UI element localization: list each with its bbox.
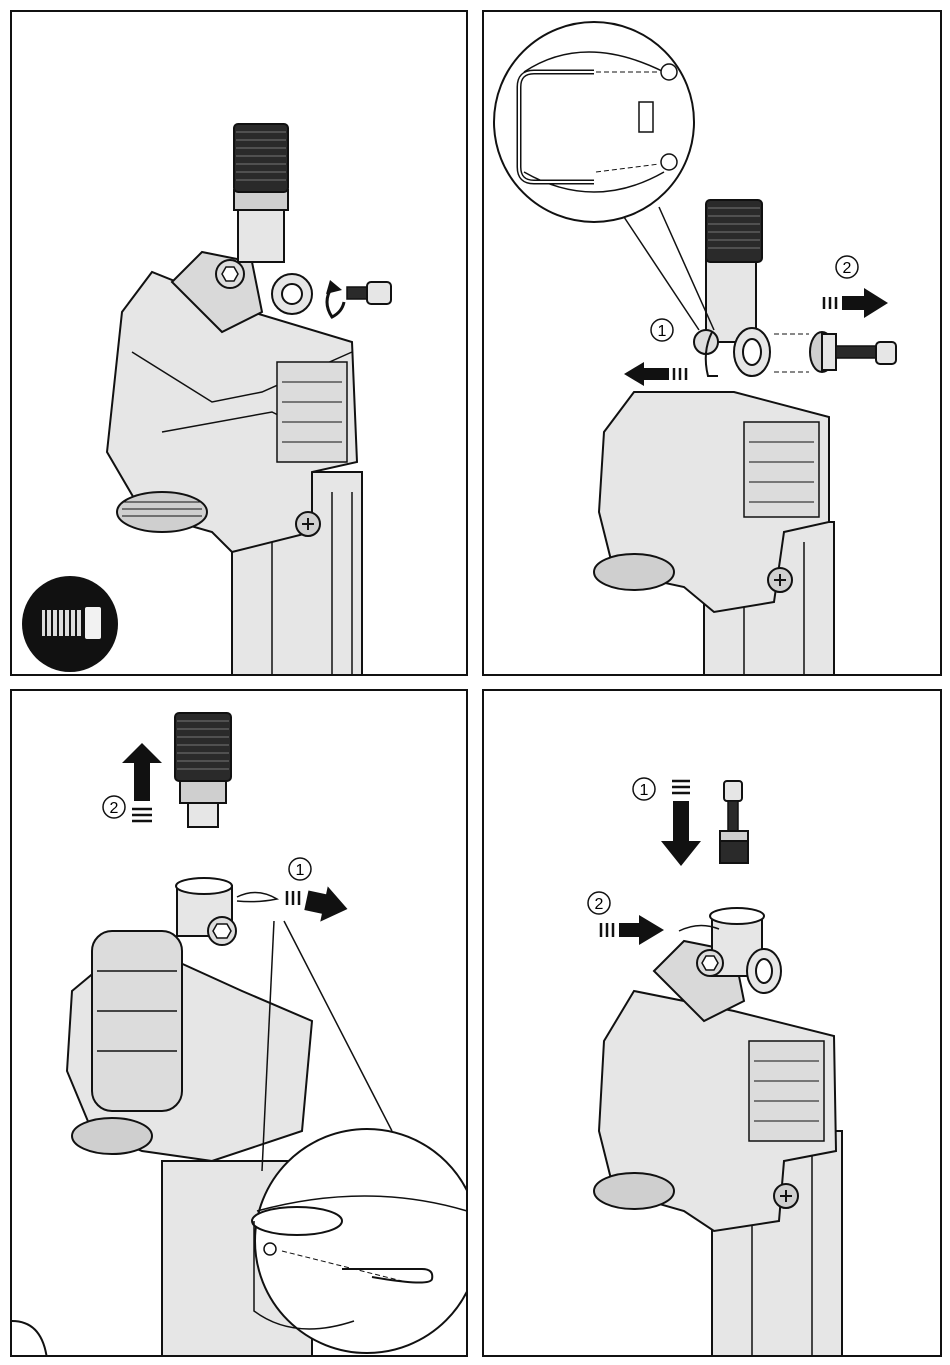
step-marker-2: 2	[588, 892, 610, 914]
instruction-panel-4: 1 2	[482, 689, 942, 1357]
svg-text:2: 2	[843, 260, 852, 277]
step-marker-1: 1	[289, 858, 311, 880]
svg-text:1: 1	[296, 862, 305, 879]
instruction-panel-3: 1 2	[10, 689, 468, 1357]
hex-socket-screw-icon	[22, 576, 118, 672]
step-marker-2: 2	[836, 256, 858, 278]
valve-assembly-illustration-3: 1 2	[12, 691, 468, 1357]
valve-assembly-illustration-1	[12, 12, 468, 676]
svg-text:1: 1	[658, 323, 667, 340]
instruction-panel-1	[10, 10, 468, 676]
svg-text:1: 1	[640, 782, 649, 799]
step-marker-1: 1	[633, 778, 655, 800]
step-marker-2: 2	[103, 796, 125, 818]
svg-text:2: 2	[595, 896, 604, 913]
step-marker-1: 1	[651, 319, 673, 341]
instruction-panel-2: 1 2	[482, 10, 942, 676]
svg-text:2: 2	[110, 800, 119, 817]
valve-assembly-illustration-4: 1 2	[484, 691, 942, 1357]
valve-assembly-illustration-2: 1 2	[484, 12, 942, 676]
